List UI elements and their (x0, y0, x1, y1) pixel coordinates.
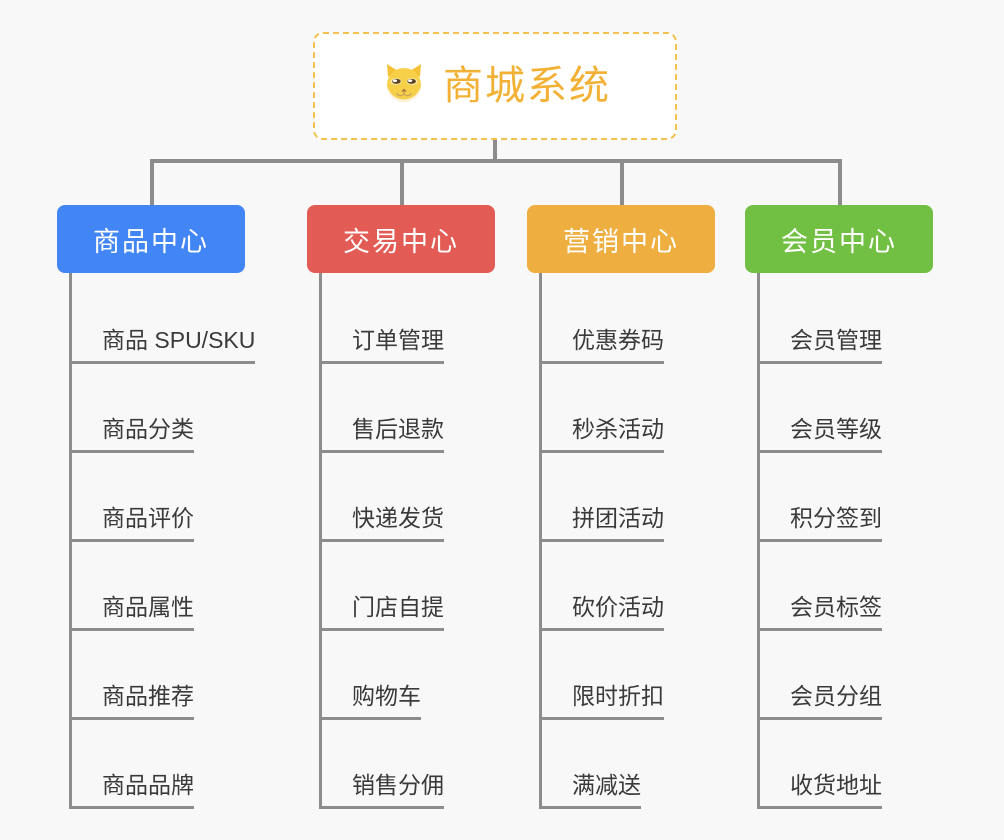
leaf-item[interactable]: 商品属性 (72, 542, 255, 631)
leaf-label: 商品 SPU/SKU (102, 329, 256, 364)
root-node-label: 商城系统 (443, 64, 611, 108)
leaf-item[interactable]: 会员分组 (760, 631, 933, 720)
leaf-item[interactable]: 商品品牌 (72, 720, 255, 809)
leaf-label: 会员分组 (790, 685, 882, 720)
leaf-item[interactable]: 快递发货 (322, 453, 495, 542)
leaf-label: 销售分佣 (352, 774, 444, 809)
branch-column-1: 商品中心 商品 SPU/SKU 商品分类 商品评价 商品属性 商品推荐 商品品牌 (57, 205, 256, 809)
leaf-item[interactable]: 优惠券码 (542, 275, 715, 364)
leaf-item[interactable]: 秒杀活动 (542, 364, 715, 453)
leaf-label: 会员标签 (790, 596, 882, 631)
branch-header-label-1: 商品中心 (93, 226, 209, 257)
branch-column-3: 营销中心 优惠券码 秒杀活动 拼团活动 砍价活动 限时折扣 满减送 (527, 205, 715, 809)
leaf-item[interactable]: 售后退款 (322, 364, 495, 453)
connector-drop-4 (838, 159, 842, 207)
leaf-item[interactable]: 购物车 (322, 631, 495, 720)
connector-drop-1 (150, 159, 154, 207)
leaf-item[interactable]: 订单管理 (322, 275, 495, 364)
leaf-item[interactable]: 商品分类 (72, 364, 255, 453)
leaf-label: 秒杀活动 (572, 418, 664, 453)
leaf-item[interactable]: 限时折扣 (542, 631, 715, 720)
branch-column-2: 交易中心 订单管理 售后退款 快递发货 门店自提 购物车 销售分佣 (307, 205, 495, 809)
leaf-label: 商品属性 (102, 596, 194, 631)
connector-drop-3 (620, 159, 624, 207)
shiba-dog-icon (379, 59, 429, 114)
branch-body-4: 会员管理 会员等级 积分签到 会员标签 会员分组 收货地址 (757, 273, 933, 809)
leaf-label: 积分签到 (790, 507, 882, 542)
leaf-item[interactable]: 门店自提 (322, 542, 495, 631)
leaf-label: 商品分类 (102, 418, 194, 453)
branch-header-2[interactable]: 交易中心 (307, 205, 495, 273)
leaf-item[interactable]: 商品推荐 (72, 631, 255, 720)
leaf-label: 售后退款 (352, 418, 444, 453)
leaf-item[interactable]: 积分签到 (760, 453, 933, 542)
branch-header-4[interactable]: 会员中心 (745, 205, 933, 273)
leaf-item[interactable]: 会员等级 (760, 364, 933, 453)
leaf-label: 限时折扣 (572, 685, 664, 720)
leaf-item[interactable]: 商品评价 (72, 453, 255, 542)
connector-drop-2 (400, 159, 404, 207)
leaf-label: 满减送 (572, 774, 641, 809)
branch-column-4: 会员中心 会员管理 会员等级 积分签到 会员标签 会员分组 收货地址 (745, 205, 933, 809)
leaf-item[interactable]: 会员标签 (760, 542, 933, 631)
branch-body-3: 优惠券码 秒杀活动 拼团活动 砍价活动 限时折扣 满减送 (539, 273, 715, 809)
leaf-item[interactable]: 商品 SPU/SKU (72, 275, 256, 364)
connector-root-stem (493, 140, 497, 162)
leaf-label: 订单管理 (352, 329, 444, 364)
branch-header-1[interactable]: 商品中心 (57, 205, 245, 273)
leaf-label: 商品评价 (102, 507, 194, 542)
leaf-item[interactable]: 满减送 (542, 720, 715, 809)
leaf-label: 商品推荐 (102, 685, 194, 720)
leaf-label: 购物车 (352, 685, 421, 720)
leaf-item[interactable]: 会员管理 (760, 275, 933, 364)
branch-header-label-3: 营销中心 (563, 226, 679, 257)
branch-body-1: 商品 SPU/SKU 商品分类 商品评价 商品属性 商品推荐 商品品牌 (69, 273, 256, 809)
branch-header-label-2: 交易中心 (343, 226, 459, 257)
leaf-item[interactable]: 收货地址 (760, 720, 933, 809)
branch-body-2: 订单管理 售后退款 快递发货 门店自提 购物车 销售分佣 (319, 273, 495, 809)
leaf-label: 商品品牌 (102, 774, 194, 809)
branch-header-3[interactable]: 营销中心 (527, 205, 715, 273)
leaf-item[interactable]: 拼团活动 (542, 453, 715, 542)
connector-horizontal-bus (150, 159, 840, 163)
leaf-label: 优惠券码 (572, 329, 664, 364)
leaf-label: 收货地址 (790, 774, 882, 809)
leaf-label: 砍价活动 (572, 596, 664, 631)
branch-header-label-4: 会员中心 (781, 226, 897, 257)
leaf-item[interactable]: 砍价活动 (542, 542, 715, 631)
leaf-label: 拼团活动 (572, 507, 664, 542)
leaf-label: 门店自提 (352, 596, 444, 631)
root-node[interactable]: 商城系统 (313, 32, 677, 140)
leaf-label: 快递发货 (352, 507, 444, 542)
leaf-label: 会员管理 (790, 329, 882, 364)
leaf-label: 会员等级 (790, 418, 882, 453)
leaf-item[interactable]: 销售分佣 (322, 720, 495, 809)
